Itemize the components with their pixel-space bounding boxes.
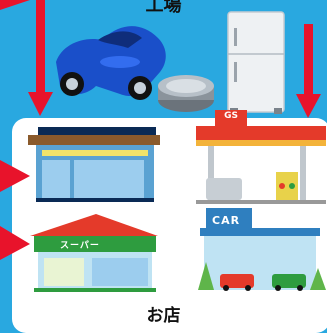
can-icon (158, 75, 214, 112)
arrow-right-down (296, 24, 321, 118)
shop-label: お店 (146, 306, 181, 326)
gas-station (196, 110, 326, 204)
arrow-left-down (28, 0, 53, 116)
car-dealer-sign: CAR (212, 214, 241, 227)
car-dealer (198, 208, 326, 291)
car-icon (56, 26, 166, 100)
arrow-top-corner (0, 0, 30, 10)
gas-station-sign: GS (224, 111, 238, 121)
arrow-to-store-1 (0, 160, 30, 192)
supermarket-sign: スーパー (60, 241, 100, 251)
fridge-icon (227, 11, 285, 114)
arrow-to-store-2 (0, 226, 30, 260)
supermarket (30, 214, 158, 292)
factory-label: 工場 (145, 0, 182, 16)
convenience-store (28, 127, 160, 202)
